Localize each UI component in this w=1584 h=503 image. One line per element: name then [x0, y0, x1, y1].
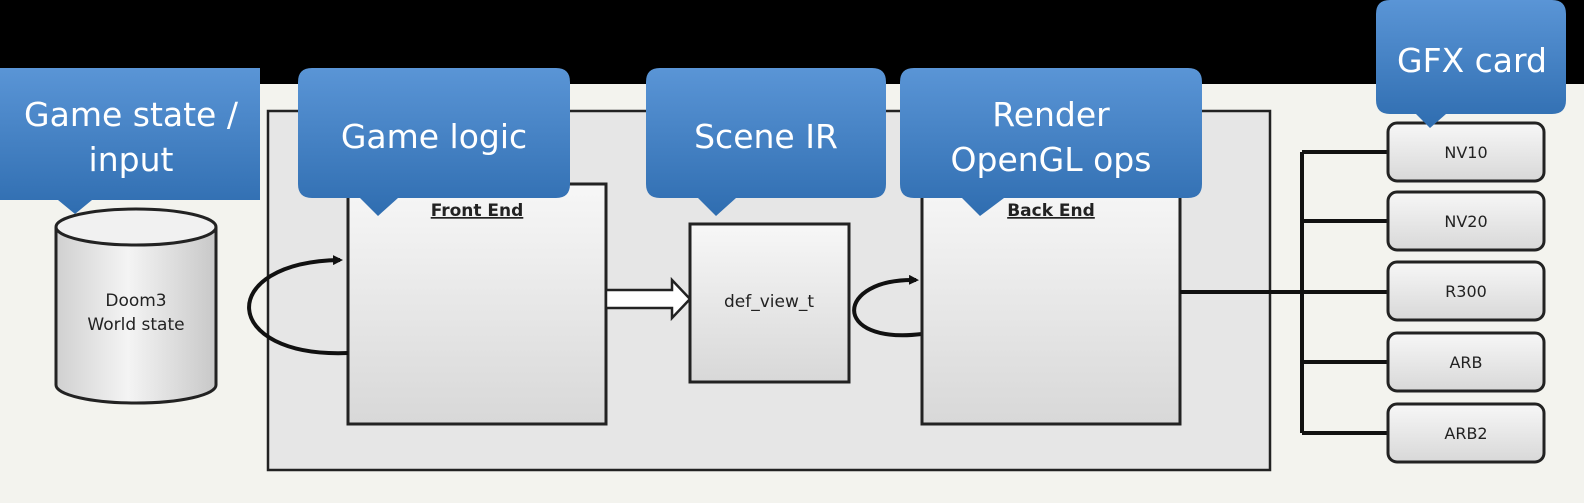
- callout-render-line2: OpenGL ops: [951, 140, 1152, 179]
- callout-game-logic-label: Game logic: [341, 117, 527, 156]
- back-end-loop-arrow: [852, 274, 923, 338]
- callout-game-state-line2: input: [89, 140, 174, 179]
- callout-gfx-card: GFX card: [1376, 0, 1566, 128]
- gfx-connectors: [1180, 150, 1388, 435]
- callout-gfx-card-label: GFX card: [1397, 41, 1547, 80]
- gfx-card-label: ARB2: [1444, 424, 1487, 443]
- callout-game-state-line1: Game state /: [24, 95, 239, 134]
- gfx-card-label: R300: [1445, 282, 1487, 301]
- def-view-box: def_view_t: [688, 222, 851, 384]
- front-end-loop-arrow: [247, 255, 349, 356]
- world-state-database: Doom3 World state: [54, 207, 218, 405]
- gfx-card-nv10: NV10: [1386, 121, 1546, 183]
- back-end-title: Back End: [1007, 201, 1095, 221]
- gfx-card-label: ARB: [1449, 353, 1482, 372]
- callout-scene-ir: Scene IR: [646, 68, 886, 216]
- back-end-box: Back End: [920, 182, 1182, 426]
- database-label-line2: World state: [87, 315, 184, 335]
- callout-game-logic: Game logic: [298, 68, 570, 216]
- gfx-card-arb: ARB: [1386, 331, 1546, 393]
- def-view-label: def_view_t: [724, 292, 814, 312]
- front-end-box: Front End: [346, 182, 608, 426]
- callout-render: Render OpenGL ops: [900, 68, 1202, 216]
- gfx-card-r300: R300: [1386, 260, 1546, 322]
- gfx-card-label: NV10: [1444, 143, 1487, 162]
- front-end-title: Front End: [431, 201, 524, 221]
- front-to-scene-arrow: [604, 276, 692, 322]
- gfx-card-nv20: NV20: [1386, 190, 1546, 252]
- callout-scene-ir-label: Scene IR: [694, 117, 838, 156]
- gfx-card-label: NV20: [1444, 212, 1487, 231]
- gfx-card-arb2: ARB2: [1386, 402, 1546, 464]
- callout-game-state: Game state / input: [0, 68, 260, 214]
- database-label-line1: Doom3: [105, 291, 166, 311]
- callout-render-line1: Render: [992, 95, 1110, 134]
